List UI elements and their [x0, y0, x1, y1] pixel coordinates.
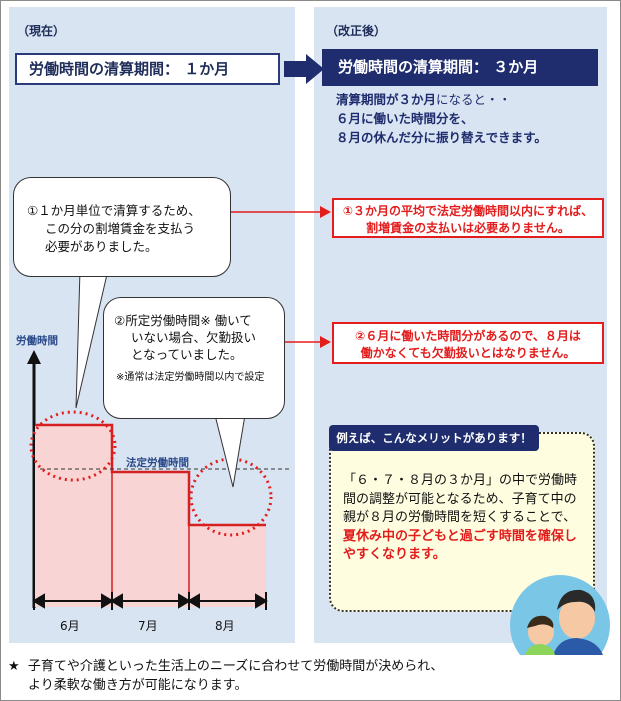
connector2-arrowhead: [320, 336, 331, 348]
desc-line2: ６月に働いた時間分を、: [336, 111, 474, 126]
month-label-july: 7月: [138, 619, 158, 633]
month-label-august: 8月: [215, 619, 235, 633]
bar-july: [112, 472, 189, 607]
point1-line1: ①３か月の平均で法定労働時間以内にすれば、: [342, 204, 594, 218]
point2-box: ②６月に働いた時間分があるので、８月は 働かなくても欠勤扱いとはなりません。: [332, 322, 604, 364]
bubble2-line1: ②所定労働時間※ 働いて: [114, 313, 252, 328]
footer-note: ★ 子育てや介護といった生活上のニーズに合わせて労働時間が決められ、 より柔軟な…: [8, 657, 443, 695]
revised-period-label: 労働時間の清算期間： ３か月: [322, 49, 598, 86]
benefit-title: 例えば、こんなメリットがあります！: [329, 425, 539, 451]
desc-rest: になると・・: [436, 92, 512, 107]
revised-description: 清算期間が３か月になると・・ ６月に働いた時間分を、 ８月の休んだ分に振り替えで…: [336, 90, 547, 147]
bubble2-line2: いない場合、欠勤扱い: [131, 330, 257, 345]
bubble-monthly-settlement: ①１か月単位で清算するため、 この分の割増賃金を支払う 必要がありました。: [13, 177, 231, 277]
point2-line2: 働かなくても欠勤扱いとはなりません。: [360, 346, 576, 360]
bubble1-line2: この分の割増賃金を支払う: [45, 221, 196, 236]
month-arrows: [32, 592, 268, 610]
arrow-right-icon: [284, 54, 324, 84]
y-axis-arrowhead: [27, 350, 41, 364]
point2-line1: ②６月に働いた時間分があるので、８月は: [355, 329, 581, 343]
bar-august: [189, 525, 266, 607]
benefit-text-normal: 「６・７・８月の３か月」の中で労働時間の調整が可能となるため、子育て中の親が８月…: [343, 473, 578, 525]
bubble1-line1: ①１か月単位で清算するため、: [27, 203, 201, 218]
connector1-arrowhead: [320, 206, 331, 218]
bar-june: [35, 425, 112, 607]
point1-box: ①３か月の平均で法定労働時間以内にすれば、 割増賃金の支払いは必要ありません。: [332, 198, 604, 238]
y-axis-label: 労働時間: [16, 335, 58, 347]
point1-line2: 割増賃金の支払いは必要ありません。: [366, 221, 570, 235]
benefit-text-highlight: 夏休み中の子どもと過ごす時間を確保しやすくなります。: [343, 528, 577, 563]
footer-line1: 子育てや介護といった生活上のニーズに合わせて労働時間が決められ、: [27, 659, 444, 674]
revised-tag: （改正後）: [326, 24, 387, 38]
desc-line3: ８月の休んだ分に振り替えできます。: [336, 130, 547, 145]
threshold-label: 法定労働時間: [126, 457, 189, 469]
footer-line2: より柔軟な働き方が可能になります。: [28, 678, 248, 693]
month-label-june: 6月: [60, 619, 80, 633]
highlight-august: [189, 457, 273, 537]
parent-child-illustration: [510, 575, 610, 655]
desc-bold: 清算期間が３か月: [336, 92, 437, 107]
bubble-absence: ②所定労働時間※ 働いて いない場合、欠勤扱い となっていました。 ※通常は法定…: [103, 297, 285, 419]
current-period-label: 労働時間の清算期間： １か月: [15, 53, 280, 85]
bubble2-tail: [214, 414, 246, 488]
current-tag: （現在）: [17, 24, 66, 38]
bubble2-line3: となっていました。: [131, 347, 243, 362]
benefit-text: 「６・７・８月の３か月」の中で労働時間の調整が可能となるため、子育て中の親が８月…: [343, 472, 589, 565]
star-icon: ★: [8, 659, 20, 674]
highlight-june: [29, 410, 117, 482]
hours-step-line: [35, 423, 266, 527]
bubble2-note: ※通常は法定労働時間以内で設定: [116, 372, 265, 383]
bubble1-line3: 必要がありました。: [45, 239, 158, 254]
